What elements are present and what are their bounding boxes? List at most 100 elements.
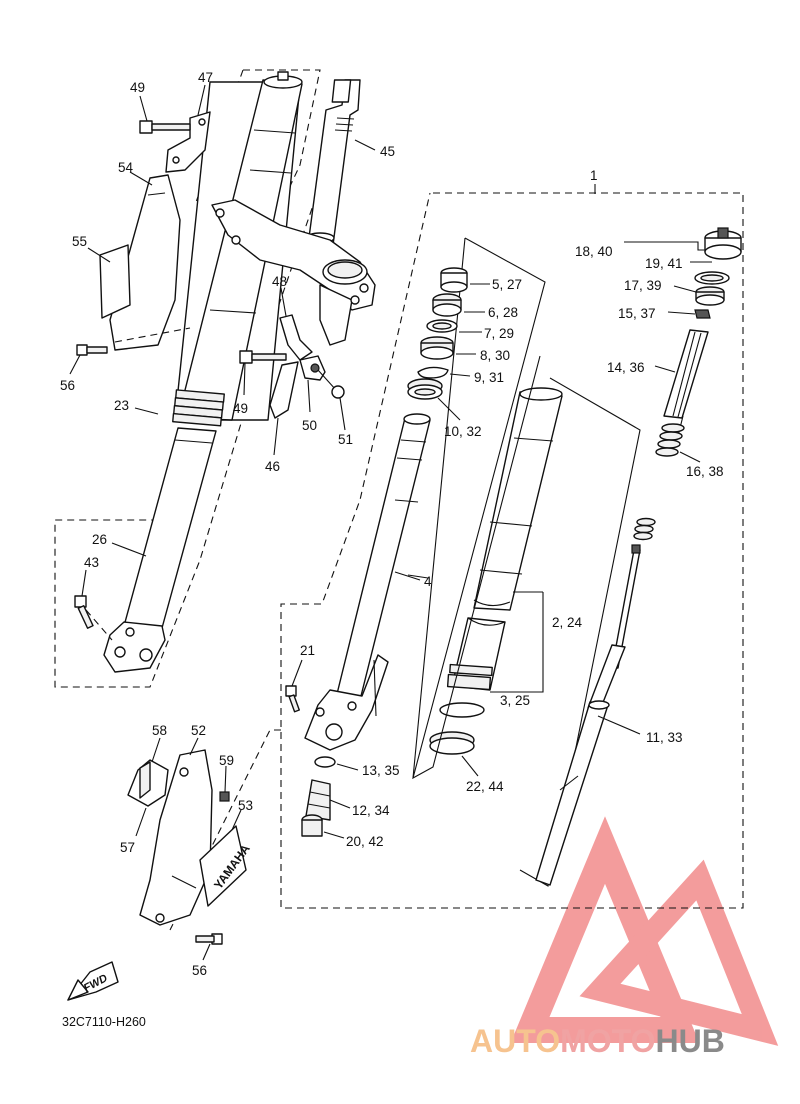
watermark-text: AUTOMOTOHUB: [470, 1023, 725, 1059]
diagram-code: 32C7110-H260: [62, 1015, 146, 1029]
callout-10-32: 10, 32: [444, 424, 482, 439]
callout-14-36: 14, 36: [607, 360, 645, 375]
callout-16-38: 16, 38: [686, 464, 724, 479]
callout-53: 53: [238, 798, 253, 813]
callout-5-27: 5, 27: [492, 277, 522, 292]
inner-tube-4: [335, 413, 431, 701]
washer-7: [426, 319, 482, 333]
callout-22-44: 22, 44: [466, 779, 504, 794]
left-axle-bracket: [103, 621, 166, 673]
leader-26: [111, 542, 147, 557]
snap-ring-3: [439, 702, 485, 718]
spring-16: [655, 423, 701, 463]
leader-2-3-vert: [490, 592, 544, 693]
clamp-58: [127, 737, 169, 807]
callout-49-upper: 49: [130, 80, 145, 95]
bolt-49-lower: [239, 350, 287, 396]
cap-bolt-18: [704, 227, 742, 260]
spacer-12: [305, 779, 351, 821]
callout-49-lower: 49: [233, 401, 248, 416]
callout-11-33: 11, 33: [646, 730, 683, 745]
callout-9-31: 9, 31: [474, 370, 504, 385]
bracket-47: [165, 84, 211, 173]
callout-4: 4: [424, 574, 432, 589]
callout-52: 52: [191, 723, 206, 738]
oring-13: [314, 756, 359, 771]
oil-seal-8: [420, 336, 476, 360]
rod-14: [654, 329, 709, 441]
bolt-49-upper: [139, 95, 191, 134]
bushing-6: [432, 293, 485, 317]
watermark-auto: AUTO: [470, 1023, 560, 1059]
bracket-48: [279, 287, 313, 361]
leader-23: [134, 407, 159, 415]
callout-43: 43: [84, 555, 99, 570]
callout-56-lower: 56: [192, 963, 207, 978]
callout-21: 21: [300, 643, 315, 658]
watermark-moto: MOTO: [560, 1023, 655, 1059]
bolt-56-upper: [69, 344, 108, 375]
callout-19-41: 19, 41: [645, 256, 683, 271]
callout-labels: 1 2, 24 3, 25 4 5, 27 6, 28 7, 29 8, 30 …: [60, 70, 724, 978]
oring-19: [694, 271, 730, 285]
callout-1: 1: [590, 168, 598, 183]
callout-8-30: 8, 30: [480, 348, 510, 363]
callout-54: 54: [118, 160, 134, 175]
left-fork-boot: [172, 389, 225, 427]
callout-15-37: 15, 37: [618, 306, 656, 321]
bolt-56-lower: [195, 933, 223, 961]
svg-text:AUTOMOTOHUB: AUTOMOTOHUB: [470, 1023, 725, 1059]
callout-13-35: 13, 35: [362, 763, 400, 778]
bushing-17: [673, 285, 725, 306]
bushing-5: [440, 267, 490, 293]
dust-seal-10: [407, 378, 461, 421]
callout-46: 46: [265, 459, 280, 474]
label-55: [87, 244, 131, 319]
bolt-21: [285, 659, 303, 713]
callout-7-29: 7, 29: [484, 326, 514, 341]
clamp-50: [299, 355, 326, 413]
clip-9: [417, 366, 471, 379]
bracket-46: [269, 361, 299, 456]
damper-rod-11: [535, 544, 641, 886]
bolt-43: [74, 569, 113, 641]
callout-55: 55: [72, 234, 87, 249]
assembly-outline-left: [54, 69, 321, 688]
callout-58: 58: [152, 723, 167, 738]
callout-51: 51: [338, 432, 353, 447]
guard-52: [139, 737, 213, 926]
left-outer-tube: [174, 71, 303, 421]
callout-45: 45: [380, 144, 395, 159]
callout-50: 50: [302, 418, 317, 433]
valve-20: [301, 814, 345, 839]
watermark-logo: [510, 816, 779, 1046]
callout-47: 47: [198, 70, 213, 85]
leader-18: [624, 241, 705, 251]
callout-12-34: 12, 34: [352, 803, 390, 818]
leader-45: [354, 139, 376, 151]
steering-stem: [305, 79, 361, 246]
callout-48: 48: [272, 274, 287, 289]
outer-tube-frame-2: [412, 237, 466, 779]
left-inner-tube: [123, 427, 217, 629]
callout-20-42: 20, 42: [346, 834, 384, 849]
nut-15: [667, 309, 711, 319]
axle-bracket-right: [304, 654, 389, 751]
leader-57: [135, 807, 147, 837]
callout-23: 23: [114, 398, 129, 413]
callout-57: 57: [120, 840, 135, 855]
outer-tube-3: [446, 617, 506, 691]
callout-3-25: 3, 25: [500, 693, 530, 708]
callout-17-39: 17, 39: [624, 278, 662, 293]
forward-arrow: FWD: [67, 961, 119, 1001]
lower-triple-clamp: [211, 199, 376, 346]
bolt-51: [317, 369, 346, 431]
watermark-hub: HUB: [655, 1023, 724, 1059]
callout-59: 59: [219, 753, 234, 768]
callout-18-40: 18, 40: [575, 244, 613, 259]
callout-26: 26: [92, 532, 107, 547]
callout-56-upper: 56: [60, 378, 75, 393]
nut-59: [219, 765, 230, 802]
damper-frame: [519, 377, 641, 887]
